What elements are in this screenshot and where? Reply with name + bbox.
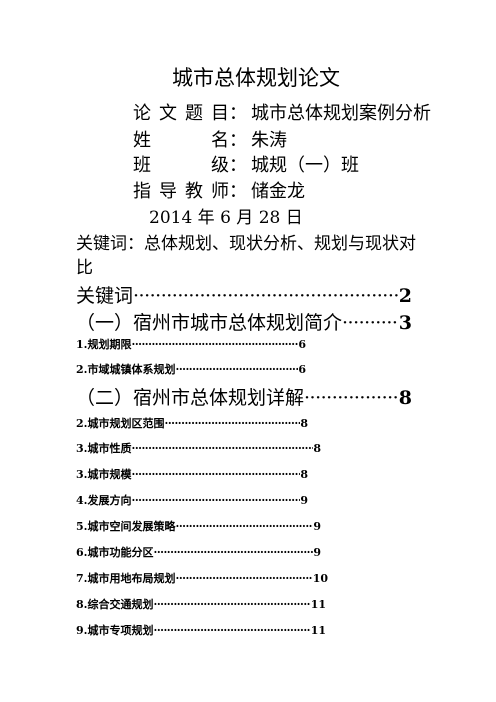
toc-entry[interactable]: （一）宿州市城市总体规划简介 3 (76, 310, 412, 336)
toc-entry[interactable]: 3.城市性质 8 (76, 441, 321, 457)
info-row-class: 班级：城规（一）班 (133, 154, 359, 178)
toc-page-number: 2 (398, 285, 412, 307)
toc-entry-title: 6.城市功能分区 (76, 546, 154, 559)
info-value-topic: 城市总体规划案例分析 (251, 103, 431, 124)
toc-entry[interactable]: （二）宿州市总体规划详解 8 (76, 385, 412, 411)
info-row-advisor: 指导教师：储金龙 (133, 180, 305, 204)
toc-entry-title: 2.城市规划区范围 (76, 417, 165, 430)
toc-dot-leader (304, 385, 399, 411)
toc-entry[interactable]: 5.城市空间发展策略 9 (76, 519, 321, 535)
toc-dot-leader (153, 545, 313, 561)
toc-entry-title: 9.城市专项规划 (76, 624, 154, 637)
toc-dot-leader (175, 362, 298, 378)
info-label-topic: 论文题目 (133, 103, 229, 124)
toc-entry[interactable]: 3.城市规模 8 (76, 467, 308, 483)
info-label-class: 班级 (133, 155, 229, 176)
toc-dot-leader (131, 441, 313, 457)
toc-entry-title: 3.城市性质 (76, 442, 132, 455)
toc-entry[interactable]: 关键词 2 (76, 283, 412, 309)
toc-page-number: 9 (300, 494, 308, 507)
toc-page-number: 11 (310, 598, 326, 611)
toc-entry-title: 7.城市用地布局规划 (76, 572, 176, 585)
toc-entry[interactable]: 7.城市用地布局规划 10 (76, 571, 328, 587)
toc-entry[interactable]: 4.发展方向 9 (76, 493, 308, 509)
toc-dot-leader (131, 467, 300, 483)
toc-entry-title: （一）宿州市城市总体规划简介 (76, 312, 343, 334)
toc-entry-title: 1.规划期限 (76, 338, 132, 351)
toc-page-number: 9 (313, 520, 321, 533)
toc-page-number: 9 (313, 546, 321, 559)
toc-entry-title: 8.综合交通规划 (76, 598, 154, 611)
info-value-class: 城规（一）班 (251, 155, 359, 176)
info-colon: ： (229, 130, 247, 151)
info-row-name: 姓名：朱涛 (133, 129, 287, 153)
toc-page-number: 10 (312, 572, 328, 585)
toc-page-number: 6 (298, 363, 306, 376)
toc-page-number: 8 (398, 387, 412, 409)
toc-dot-leader (175, 571, 312, 587)
toc-dot-leader (164, 416, 300, 432)
toc-entry[interactable]: 6.城市功能分区 9 (76, 545, 321, 561)
toc-page-number: 6 (298, 338, 306, 351)
toc-entry[interactable]: 8.综合交通规划 11 (76, 597, 326, 613)
toc-dot-leader (133, 283, 399, 309)
toc-entry-title: 3.城市规模 (76, 468, 132, 481)
toc-dot-leader (175, 519, 313, 535)
document-title: 城市总体规划论文 (172, 66, 340, 90)
keywords-line: 关键词：总体规划、现状分析、规划与现状对比 (76, 234, 416, 278)
toc-page-number: 3 (398, 312, 412, 334)
toc-dot-leader (153, 623, 310, 639)
toc-entry-title: 关键词 (76, 285, 134, 307)
toc-entry[interactable]: 2.城市规划区范围 8 (76, 416, 308, 432)
toc-dot-leader (131, 337, 298, 353)
toc-page-number: 8 (300, 468, 308, 481)
toc-entry[interactable]: 1.规划期限 6 (76, 337, 306, 353)
info-label-name: 姓名 (133, 130, 229, 151)
info-row-topic: 论文题目：城市总体规划案例分析 (133, 102, 431, 126)
toc-dot-leader (153, 597, 310, 613)
info-colon: ： (229, 181, 247, 202)
document-date: 2014 年 6 月 28 日 (149, 208, 303, 228)
info-label-advisor: 指导教师 (133, 181, 229, 202)
toc-entry[interactable]: 9.城市专项规划 11 (76, 623, 326, 639)
toc-entry-title: 5.城市空间发展策略 (76, 520, 176, 533)
toc-page-number: 8 (300, 417, 308, 430)
toc-entry-title: （二）宿州市总体规划详解 (76, 387, 305, 409)
toc-dot-leader (342, 310, 399, 336)
toc-page-number: 8 (313, 442, 321, 455)
info-value-advisor: 储金龙 (251, 181, 305, 202)
toc-page-number: 11 (310, 624, 326, 637)
toc-dot-leader (131, 493, 300, 509)
toc-entry[interactable]: 2.市域城镇体系规划 6 (76, 362, 306, 378)
toc-entry-title: 4.发展方向 (76, 494, 132, 507)
info-colon: ： (229, 155, 247, 176)
toc-entry-title: 2.市域城镇体系规划 (76, 363, 176, 376)
info-value-name: 朱涛 (251, 130, 287, 151)
info-colon: ： (229, 103, 247, 124)
